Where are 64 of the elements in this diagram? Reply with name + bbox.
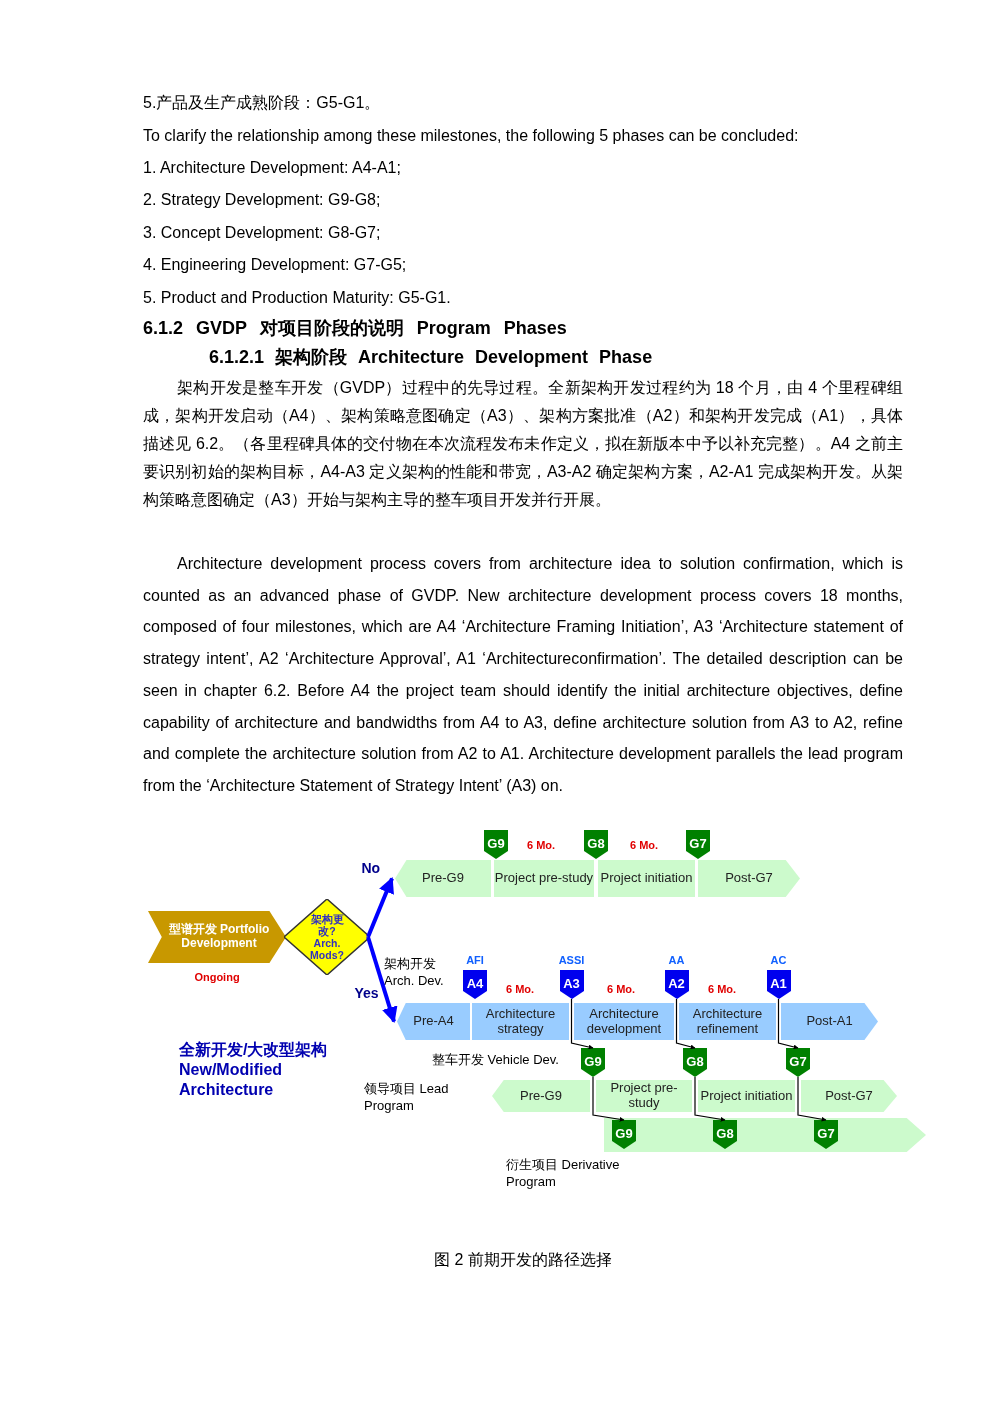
paragraph: Architecture development process covers from architecture idea to solution confirmation, which is counted as an advanced phase of GVDP. New architecture development process covers 18 months, composed of four milestones, which are A4 ‘Architecture Framing Initiation’, A3 ‘Architecture statement of strategy intent’, A2 ‘Architecture Approval’, A1 ‘Architectureconfirmation’. The detailed description can be seen in chapter 6.2. Before A4 the project team should identify the initial architecture objectives, define capability of architecture and bandwidths from A4 to A3, define architecture solution from A3 to A2, refine and complete the architecture solution from A2 to A1. Architecture development parallels the lead program from the ‘Architecture Statement of Strategy Intent’ (A3) on. (143, 554, 903, 796)
phase-segment: Pre-G9 (492, 1080, 590, 1112)
phase-band (604, 1118, 926, 1152)
milestone-flag: G8 (584, 830, 608, 859)
duration-label: 6 Mo. (506, 982, 536, 997)
milestone-flag: G9 (612, 1120, 636, 1149)
phase-segment: Project initiation (598, 860, 695, 897)
milestone-flag: A1 (766, 970, 791, 999)
phase-segment: Architecture refinement (679, 1003, 776, 1040)
phase-segment: Pre-A4 (397, 1003, 470, 1040)
milestone-flag: A2 (664, 970, 689, 999)
row-label: 领导项目 Lead Program (364, 1080, 450, 1114)
phase-segment: Architecture development (574, 1003, 674, 1040)
row-label: 整车开发 Vehicle Dev. (432, 1052, 560, 1069)
phase-segment: Post-G7 (801, 1080, 897, 1112)
milestone-flag: G7 (686, 830, 710, 859)
arrow (797, 1076, 827, 1122)
milestone-code: AFI (465, 954, 485, 966)
section-heading: 6.1.2 GVDP 对项目阶段的说明 Program Phases (143, 317, 568, 340)
figure-caption: 图 2 前期开发的路径选择 (433, 1250, 613, 1270)
decision-diamond: 架构更改? Arch. Mods? (284, 899, 370, 975)
arrow (366, 877, 394, 938)
milestone-flag: A4 (463, 970, 487, 999)
process-chevron: 型谱开发 Portfolio Development (148, 911, 286, 963)
milestone-flag: G9 (581, 1048, 605, 1077)
list-item: 2. Strategy Development: G9-G8; (143, 190, 382, 210)
duration-label: 6 Mo. (708, 982, 738, 997)
milestone-flag: G9 (484, 830, 508, 859)
arrow (366, 936, 398, 1024)
row-label: 衍生项目 Derivative Program (506, 1156, 621, 1190)
milestone-code: AC (769, 954, 788, 966)
milestone-flag: G8 (683, 1048, 707, 1077)
phase-segment: Project pre-study (494, 860, 594, 897)
duration-label: 6 Mo. (527, 838, 557, 853)
milestone-flag: A3 (559, 970, 584, 999)
milestone-flag: G7 (786, 1048, 810, 1077)
row-label: 全新开发/大改型架构 New/Modified Architecture (179, 1040, 329, 1100)
list-item: 1. Architecture Development: A4-A1; (143, 158, 402, 178)
arrow (777, 998, 799, 1050)
phase-segment: Architecture strategy (472, 1003, 569, 1040)
phase-segment: Project initiation (698, 1080, 795, 1112)
list-item: 4. Engineering Development: G7-G5; (143, 255, 408, 275)
phase-segment: Pre-G9 (395, 860, 491, 897)
phase-segment: Project pre-study (596, 1080, 692, 1112)
list-item: 3. Concept Development: G8-G7; (143, 223, 382, 243)
milestone-code: ASSI (557, 954, 586, 966)
milestone-flag: G8 (713, 1120, 737, 1149)
paragraph: 5.产品及生产成熟阶段：G5-G1。 (143, 93, 382, 113)
duration-label: 6 Mo. (607, 982, 637, 997)
status-label: Ongoing (193, 971, 241, 983)
arrow (592, 1076, 625, 1122)
phase-segment: Post-A1 (781, 1003, 878, 1040)
arrow (675, 998, 696, 1050)
milestone-flag: G7 (814, 1120, 838, 1149)
row-label: 架构开发 Arch. Dev. (384, 955, 445, 989)
milestone-code: AA (667, 954, 686, 966)
paragraph: 架构开发是整车开发（GVDP）过程中的先导过程。全新架构开发过程约为 18 个月，由 4 个里程碑组成，架构开发启动（A4）、架构策略意图确定（A3）、架构方案批准（A2）和架构开发完成（A1），具体描述见 6.2。（各里程碑具体的交付物在本次流程发布未作定义，拟在新版本中予以补充完整）。A4 之前主要识别初始的架构目标，A4-A3 定义架构的性能和带宽，A3-A2 确定架构方案，A2-A1 完成架构开发。从架构策略意图确定（A3）开始与架构主导的整车项目开发并行开展。 (143, 378, 903, 510)
subsection-heading: 6.1.2.1 架构阶段 Architecture Development Phase (209, 346, 654, 369)
arrow (694, 1076, 726, 1122)
arrow (570, 998, 594, 1050)
duration-label: 6 Mo. (630, 838, 660, 853)
paragraph: To clarify the relationship among these milestones, the following 5 phases can be concluded: (143, 126, 800, 146)
list-item: 5. Product and Production Maturity: G5-G1. (143, 288, 452, 308)
phase-segment: Post-G7 (698, 860, 800, 897)
